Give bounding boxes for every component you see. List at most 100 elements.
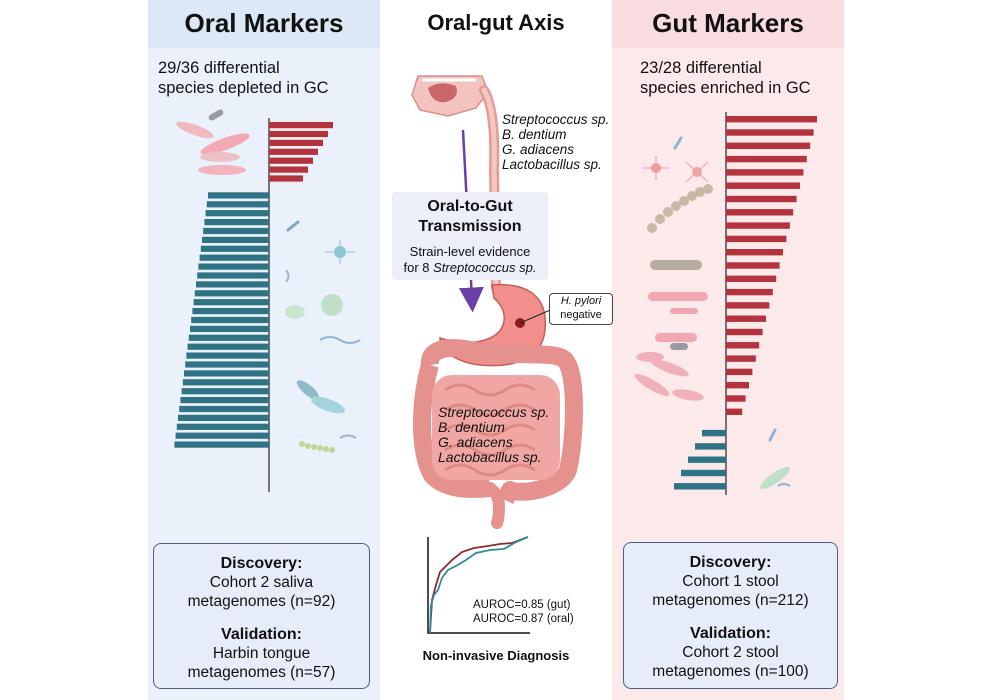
gut-enriched-bar [726,116,817,123]
gut-enriched-bar [726,262,780,269]
gut-depleted-bar [695,443,726,450]
gut-enriched-bar [726,275,777,282]
roc-plot [427,536,530,634]
auroc-oral-label: AUROC=0.87 (oral) [473,613,574,625]
oral-depleted-bar [194,290,269,297]
gut-depleted-bar [702,429,726,437]
oral-enriched-bar [269,166,308,173]
oral-summary-line1: 29/36 differential [158,59,280,77]
gut-species-3: G. adiacens [438,434,513,450]
oral-depleted-bar [180,397,269,404]
oral-validation-line1: Harbin tongue [212,645,311,662]
gut-validation-line1: Cohort 2 stool [682,644,779,661]
auroc-gut-label: AUROC=0.85 (gut) [473,599,571,611]
oral-summary: 29/36 differential species depleted in G… [158,58,329,98]
gut-enriched-bar [726,328,763,336]
oral-species-3: G. adiacens [502,142,575,157]
oral-depleted-bar [184,370,269,377]
oral-depleted-bar [176,423,269,430]
oral-depleted-bar [178,414,269,421]
oral-depleted-bar [197,272,269,279]
oral-species-4: Lactobacillus sp. [502,157,602,172]
gut-validation-group: Validation: Cohort 2 stool metagenomes (… [624,624,837,681]
gut-enriched-bar [726,142,811,149]
gut-species-2: B. dentium [438,419,505,435]
roc-curve-gut [429,536,529,634]
gut-enriched-bar [726,288,773,296]
oral-depleted-bar [206,201,269,208]
oral-depleted-bar [199,254,269,261]
oral-panel-title: Oral Markers [184,8,344,38]
oral-validation-line2: metagenomes (n=57) [187,664,336,681]
oral-depleted-bar [191,316,269,324]
gut-enriched-bar [726,382,749,389]
oral-depleted-bar [193,299,269,306]
oral-depleted-bar [196,281,269,288]
oral-gut-axis-title: Oral-gut Axis [427,10,565,35]
oral-validation-label: Validation: [221,626,302,643]
transmission-box [392,192,548,280]
oral-microbe-illustrations [176,109,361,453]
non-invasive-diagnosis-title: Non-invasive Diagnosis [422,648,570,663]
oral-marker-bar-chart [174,118,333,492]
oral-summary-line2: species depleted in GC [158,79,329,97]
gut-discovery-group: Discovery: Cohort 1 stool metagenomes (n… [624,553,837,610]
oral-depleted-bar [198,263,269,270]
oral-depleted-bar [185,361,269,368]
gut-enriched-bar [726,395,746,402]
gut-discovery-label: Discovery: [689,554,772,571]
oral-depleted-bar [174,441,269,448]
gut-summary-line1: 23/28 differential [640,59,762,77]
gut-enriched-bar [726,169,804,176]
gut-enriched-bar [726,155,807,163]
gut-enriched-bar [726,368,753,376]
gut-species-list: Streptococcus sp. B. dentium G. adiacens… [438,405,549,465]
oral-panel-header: Oral Markers [148,0,380,48]
gut-discovery-line2: metagenomes (n=212) [652,592,809,609]
oral-depleted-bar [190,325,269,332]
transmission-title-line1: Oral-to-Gut [427,198,513,215]
oral-species-list: Streptococcus sp. B. dentium G. adiacens… [502,112,609,172]
gut-enriched-bar [726,209,794,216]
gut-summary-line2: species enriched in GC [640,79,811,97]
oral-depleted-bar [202,236,269,243]
oral-discovery-line2: metagenomes (n=92) [187,593,336,610]
oral-depleted-bar [179,405,269,413]
gut-enriched-bar [726,182,800,189]
oral-enriched-bar [269,175,303,182]
oral-discovery-group: Discovery: Cohort 2 saliva metagenomes (… [154,554,369,611]
gut-species-4: Lactobacillus sp. [438,449,542,465]
oral-depleted-bar [182,379,269,386]
oral-validation-group: Validation: Harbin tongue metagenomes (n… [154,625,369,682]
oral-depleted-bar [204,219,269,226]
oral-species-1: Streptococcus sp. [502,112,610,127]
gut-marker-bar-chart [674,112,817,495]
oral-discovery-line1: Cohort 2 saliva [209,574,314,591]
gut-enriched-bar [726,408,743,415]
gut-panel-title: Gut Markers [652,8,804,38]
gut-enriched-bar [726,355,756,362]
oral-cohort-box: Discovery: Cohort 2 saliva metagenomes (… [153,543,370,689]
transmission-title-line2: Transmission [418,218,522,235]
oral-depleted-bar [192,308,269,315]
oral-depleted-bar [200,245,269,252]
gut-enriched-bar [726,222,790,229]
gut-enriched-bar [726,129,814,136]
gut-microbe-illustrations [634,136,791,490]
gut-enriched-bar [726,342,760,349]
digestive-tract-illustration [411,75,583,529]
oral-depleted-bar [203,227,269,235]
gut-discovery-line1: Cohort 1 stool [682,573,779,590]
gut-cohort-box: Discovery: Cohort 1 stool metagenomes (n… [623,542,838,689]
transmission-text: Strain-level evidence for 8 Streptococcu… [392,244,548,276]
oral-species-2: B. dentium [502,127,567,142]
gut-enriched-bar [726,249,783,256]
h-pylori-status: negative [560,309,602,321]
oral-depleted-bar [205,210,269,217]
gut-species-1: Streptococcus sp. [438,404,550,420]
roc-curve-oral [429,536,529,634]
gut-enriched-bar [726,315,766,322]
oral-enriched-bar [269,139,323,146]
oral-enriched-bar [269,122,333,129]
